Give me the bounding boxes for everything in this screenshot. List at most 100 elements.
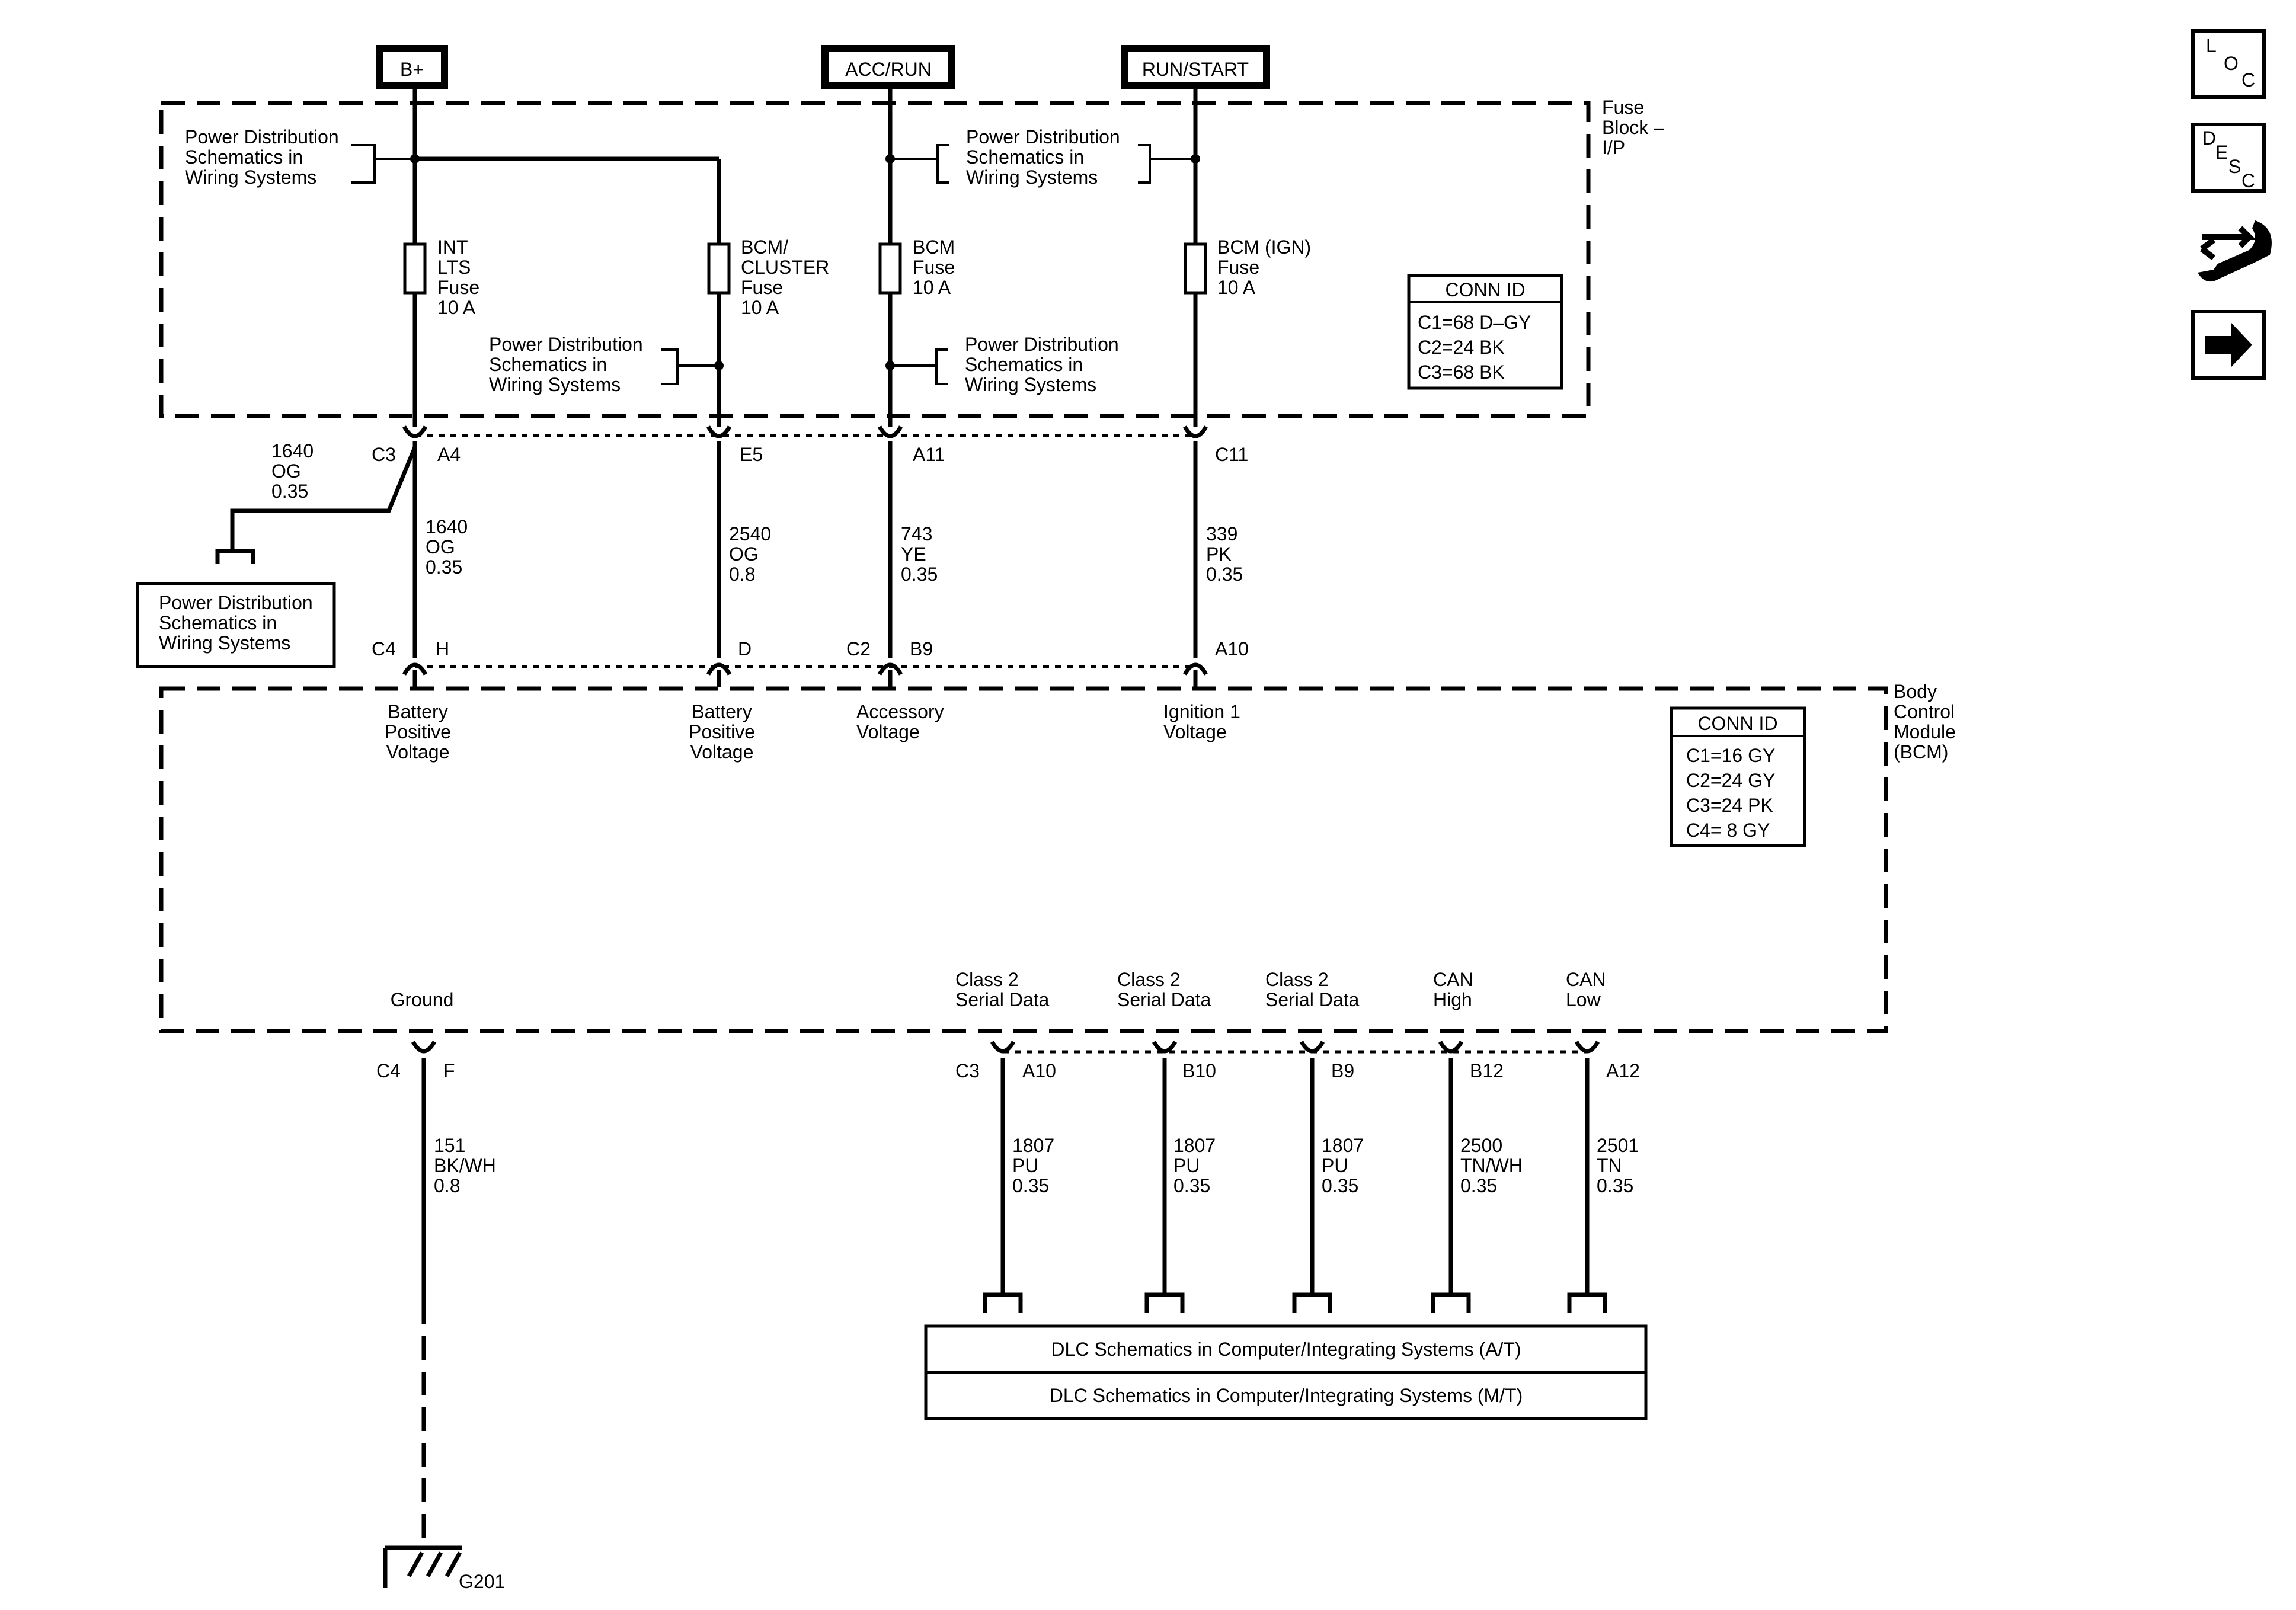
pd-box-line3: Wiring Systems <box>159 632 290 654</box>
conn-id-bcm-title: CONN ID <box>1697 713 1777 734</box>
fuse-2-line4: 10 A <box>741 297 779 318</box>
pin-b10: B10 <box>1182 1060 1216 1081</box>
fuse-1-line2: LTS <box>437 257 471 278</box>
fuse-4-line3: 10 A <box>1217 277 1256 298</box>
wire-label-1640: 1640 OG 0.35 <box>426 516 468 578</box>
bcm-top-connector-pins <box>402 662 1208 676</box>
fuse-1-line4: 10 A <box>437 297 476 318</box>
pd-ref-4-line3: Wiring Systems <box>965 374 1096 395</box>
bcm-in-2-line1: Battery <box>692 701 752 722</box>
bcm-input-accessory: Accessory Voltage <box>856 701 944 742</box>
bcm-input-battery-1: Battery Positive Voltage <box>385 701 451 763</box>
canl-line1: CAN <box>1566 969 1606 990</box>
wire-151-color: BK/WH <box>434 1155 496 1176</box>
conn-c4-bcm-top: C4 <box>372 638 396 660</box>
fuse-block-label: Fuse Block – I/P <box>1602 97 1664 158</box>
power-dist-ref-2: Power Distribution Schematics in Wiring … <box>890 126 1195 188</box>
loc-o: O <box>2224 53 2239 74</box>
conn-id-bcm: CONN ID C1=16 GY C2=24 GY C3=24 PK C4= 8… <box>1670 706 1806 847</box>
wire-2500-size: 0.35 <box>1460 1175 1497 1196</box>
pin-c11: C11 <box>1215 444 1248 465</box>
source-bplus-label: B+ <box>400 59 424 80</box>
conn-id-fuse-row-2: C2=24 BK <box>1418 337 1505 358</box>
wire-label-1807-a: 1807 PU 0.35 <box>1012 1135 1054 1196</box>
wrench-arrows-icon[interactable] <box>2198 220 2272 282</box>
bcm-label-1: Body <box>1894 681 1937 702</box>
conn-id-bcm-row-1: C1=16 GY <box>1686 745 1775 766</box>
bcm-in-1-line1: Battery <box>388 701 447 722</box>
wire-label-2501: 2501 TN 0.35 <box>1597 1135 1639 1196</box>
dlc-reference-box: DLC Schematics in Computer/Integrating S… <box>924 1324 1648 1420</box>
fuse-block-label-1: Fuse <box>1602 97 1644 118</box>
bcm-out-can-low: CAN Low <box>1566 969 1606 1010</box>
wire-1807a-color: PU <box>1012 1155 1038 1176</box>
pd-ref-3-line3: Wiring Systems <box>489 374 621 395</box>
ground-symbol: G201 <box>383 1545 505 1592</box>
bcm-label: Body Control Module (BCM) <box>1894 681 1956 763</box>
serial3-line1: Class 2 <box>1265 969 1329 990</box>
pd-ref-2-line1: Power Distribution <box>966 126 1120 148</box>
wire-2501-color: TN <box>1597 1155 1622 1176</box>
source-bplus: B+ <box>376 45 448 89</box>
pd-box-line2: Schematics in <box>159 612 277 633</box>
wire-label-branch: 1640 OG 0.35 <box>271 440 314 502</box>
fuse-1-line1: INT <box>437 236 468 258</box>
loc-l: L <box>2206 35 2217 56</box>
next-arrow-button[interactable] <box>2191 310 2266 380</box>
conn-c3-top: C3 <box>372 444 396 465</box>
bcm-out-serial-1: Class 2 Serial Data <box>955 969 1050 1010</box>
dlc-mt-label[interactable]: DLC Schematics in Computer/Integrating S… <box>1050 1385 1523 1406</box>
bcm-in-2-line3: Voltage <box>690 741 754 763</box>
source-runstart-label: RUN/START <box>1142 59 1249 80</box>
pin-h: H <box>436 638 449 660</box>
desc-c: C <box>2241 170 2255 191</box>
bcm-in-1-line2: Positive <box>385 721 451 742</box>
wire-151-num: 151 <box>434 1135 465 1156</box>
wire-1807a-num: 1807 <box>1012 1135 1054 1156</box>
wire-branch-num: 1640 <box>271 440 314 462</box>
wire-339-size: 0.35 <box>1206 564 1243 585</box>
source-runstart: RUN/START <box>1121 45 1270 89</box>
conn-id-fuse-block: CONN ID C1=68 D–GY C2=24 BK C3=68 BK <box>1407 274 1563 390</box>
pd-ref-1-line3: Wiring Systems <box>185 167 316 188</box>
wire-2540-size: 0.8 <box>729 564 755 585</box>
serial1-line2: Serial Data <box>955 989 1050 1010</box>
power-dist-ref-1: Power Distribution Schematics in Wiring … <box>185 126 415 188</box>
bcm-out-serial-2: Class 2 Serial Data <box>1117 969 1211 1010</box>
fuse-block-label-2: Block – <box>1602 117 1664 138</box>
fuse-2-line1: BCM/ <box>741 236 788 258</box>
serial1-line1: Class 2 <box>955 969 1019 990</box>
wire-2500-color: TN/WH <box>1460 1155 1523 1176</box>
conn-id-fuse-row-1: C1=68 D–GY <box>1418 312 1531 333</box>
wire-1807c-num: 1807 <box>1322 1135 1364 1156</box>
loc-icon[interactable]: L O C <box>2191 29 2266 99</box>
conn-id-bcm-row-3: C3=24 PK <box>1686 795 1773 816</box>
bcm-label-3: Module <box>1894 721 1956 742</box>
pin-a11: A11 <box>913 444 945 465</box>
wire-2501-size: 0.35 <box>1597 1175 1633 1196</box>
serial3-line2: Serial Data <box>1265 989 1360 1010</box>
pin-e5: E5 <box>740 444 763 465</box>
bcm-bottom-connector-pins <box>411 1041 1600 1054</box>
wire-1807b-color: PU <box>1173 1155 1200 1176</box>
pin-d: D <box>738 638 752 660</box>
canh-line2: High <box>1433 989 1472 1010</box>
pd-ref-3-line2: Schematics in <box>489 354 607 375</box>
fuse-int-lts: INT LTS Fuse 10 A <box>403 236 479 427</box>
desc-icon[interactable]: D E S C <box>2191 123 2266 193</box>
wire-743-size: 0.35 <box>901 564 938 585</box>
bcm-in-3-line2: Voltage <box>856 721 920 742</box>
dlc-at-label[interactable]: DLC Schematics in Computer/Integrating S… <box>1051 1339 1521 1360</box>
conn-id-bcm-row-2: C2=24 GY <box>1686 770 1775 791</box>
pin-a10-top: A10 <box>1215 638 1249 660</box>
wire-1640-num: 1640 <box>426 516 468 537</box>
fuse-3-line1: BCM <box>913 236 955 258</box>
fuse-block-connector-pins <box>402 425 1208 438</box>
ground-id-label: G201 <box>459 1571 505 1592</box>
fuse-bcm: BCM Fuse 10 A <box>878 236 955 427</box>
fuse-bcm-ign: BCM (IGN) Fuse 10 A <box>1184 236 1311 427</box>
bcm-label-4: (BCM) <box>1894 741 1948 763</box>
serial2-line1: Class 2 <box>1117 969 1181 990</box>
wire-339-color: PK <box>1206 543 1232 565</box>
